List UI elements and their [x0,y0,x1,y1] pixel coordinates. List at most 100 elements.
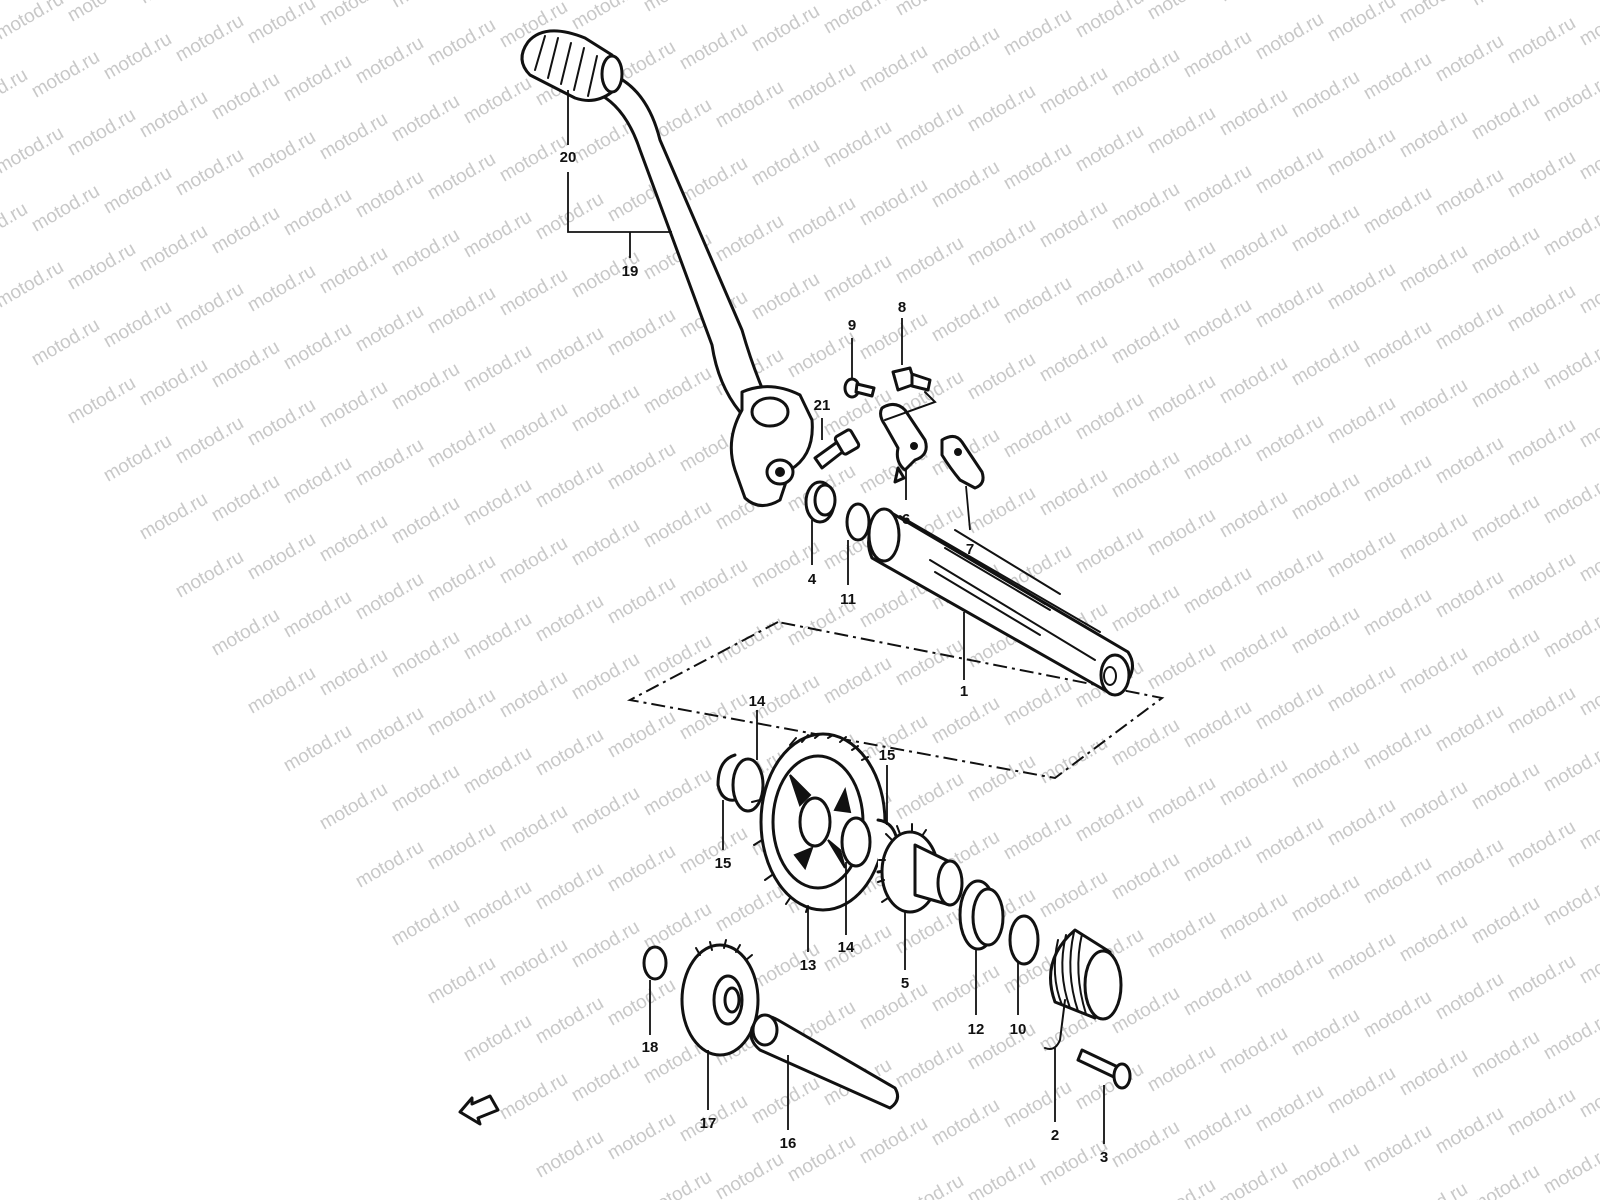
watermark-text: motod.ru [604,1109,679,1165]
idle-shaft-16 [749,1013,900,1110]
watermark-text: motod.ru [352,569,427,625]
watermark-text: motod.ru [1360,49,1435,105]
watermark-text: motod.ru [1468,89,1543,145]
watermark-text: motod.ru [1540,1009,1600,1065]
watermark-text: motod.ru [1468,625,1543,681]
watermark-text: motod.ru [1504,1085,1579,1141]
watermark-text: motod.ru [0,65,31,121]
watermark-text: motod.ru [1036,63,1111,119]
watermark-text: motod.ru [1252,813,1327,869]
watermark-text: motod.ru [64,105,139,161]
watermark-text: motod.ru [1144,371,1219,427]
watermark-text: motod.ru [1180,563,1255,619]
watermark-text: motod.ru [1252,545,1327,601]
label-11: 11 [840,591,856,608]
watermark-text: motod.ru [640,0,715,16]
watermark-text: motod.ru [640,497,715,553]
watermark-text: motod.ru [1540,741,1600,797]
watermark-text: motod.ru [424,283,499,339]
watermark-text: motod.ru [820,0,895,38]
watermark-text: motod.ru [1396,1179,1471,1200]
watermark-text: motod.ru [856,309,931,365]
watermark-text: motod.ru [568,917,643,973]
watermark-text: motod.ru [1072,255,1147,311]
watermark-text: motod.ru [1036,867,1111,923]
watermark-text: motod.ru [1396,777,1471,833]
watermark-text: motod.ru [100,297,175,353]
watermark-text: motod.ru [532,993,607,1049]
watermark-text: motod.ru [640,765,715,821]
label-16: 16 [780,1135,797,1152]
watermark-text: motod.ru [1324,1063,1399,1119]
watermark-text: motod.ru [1468,1161,1543,1200]
watermark-text: motod.ru [1108,447,1183,503]
watermark-text: motod.ru [1180,27,1255,83]
watermark-text: motod.ru [532,189,607,245]
leader-lines [567,90,1105,1144]
label-4: 4 [808,571,817,588]
part-labels: 20 19 9 8 21 6 7 4 11 1 14 15 15 13 14 5… [560,149,1109,1166]
watermark-text: motod.ru [1180,429,1255,485]
watermark-text: motod.ru [496,265,571,321]
watermark-text: motod.ru [568,783,643,839]
watermark-text: motod.ru [892,0,967,20]
watermark-text: motod.ru [676,689,751,745]
watermark-text: motod.ru [1360,1121,1435,1177]
watermark-text: motod.ru [1216,85,1291,141]
watermark-text: motod.ru [1108,581,1183,637]
watermark-text: motod.ru [1432,701,1507,757]
watermark-text: motod.ru [1072,791,1147,847]
watermark-text: motod.ru [1216,1023,1291,1079]
watermark-text: motod.ru [604,305,679,361]
watermark-text: motod.ru [172,145,247,201]
watermark-text: motod.ru [892,769,967,825]
watermark-text: motod.ru [1108,313,1183,369]
watermark-text: motod.ru [1540,607,1600,663]
watermark-text: motod.ru [1108,45,1183,101]
idle-gear-17 [680,939,760,1057]
label-5: 5 [901,975,909,992]
watermark-text: motod.ru [568,1051,643,1107]
watermark-text: motod.ru [64,239,139,295]
watermark-text: motod.ru [1432,433,1507,489]
watermark-text: motod.ru [856,175,931,231]
watermark-text: motod.ru [928,23,1003,79]
watermark-text: motod.ru [28,47,103,103]
watermark-text: motod.ru [1324,661,1399,717]
label-14-top: 14 [749,693,766,710]
watermark-text: motod.ru [1000,809,1075,865]
washer-10 [1008,914,1040,966]
watermark-text: motod.ru [1504,415,1579,471]
watermark-text: motod.ru [532,859,607,915]
watermark-text: motod.ru [1576,263,1600,319]
watermark-text: motod.ru [1144,505,1219,561]
watermark-text: motod.ru [856,979,931,1035]
watermark-text: motod.ru [1576,531,1600,587]
watermark-text: motod.ru [1324,259,1399,315]
watermark-text: motod.ru [532,457,607,513]
watermark-text: motod.ru [568,649,643,705]
watermark-text: motod.ru [568,381,643,437]
bolt-21 [813,428,861,470]
watermark-text: motod.ru [964,215,1039,271]
watermark-text: motod.ru [388,225,463,281]
watermark-text: motod.ru [208,203,283,259]
label-14-bottom: 14 [838,939,855,956]
watermark-text: motod.ru [244,127,319,183]
watermark-text: motod.ru [208,337,283,393]
watermark-text: motod.ru [604,975,679,1031]
watermark-text: motod.ru [1072,0,1147,42]
watermark-text: motod.ru [172,413,247,469]
watermark-text: motod.ru [1180,161,1255,217]
watermark-text: motod.ru [1324,393,1399,449]
watermark-text: motod.ru [964,0,1039,2]
watermark-text: motod.ru [1396,375,1471,431]
watermark-text: motod.ru [280,51,355,107]
watermark-text: motod.ru [604,841,679,897]
watermark-text: motod.ru [1180,1099,1255,1155]
watermark-text: motod.ru [892,1037,967,1093]
watermark-text: motod.ru [568,515,643,571]
watermark-text: motod.ru [1144,237,1219,293]
screw-9 [843,377,876,399]
